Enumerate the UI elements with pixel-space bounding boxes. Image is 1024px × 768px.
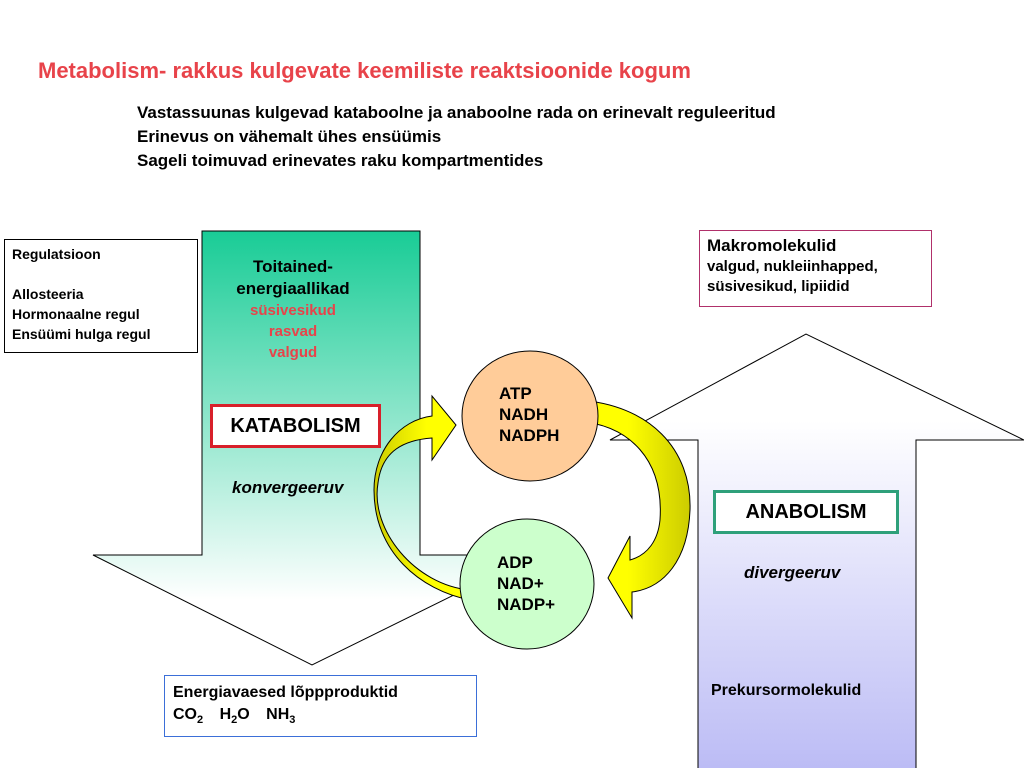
catabolism-arrow: [92, 230, 536, 666]
regulation-item: Allosteeria: [12, 286, 84, 302]
end-products-heading: Energiavaesed lõppproduktid: [173, 684, 398, 701]
carrier-item: NADP+: [497, 595, 556, 614]
macromolecules-heading: Makromolekulid: [707, 236, 837, 255]
catabolism-label: KATABOLISM: [210, 404, 381, 448]
regulation-item: Ensüümi hulga regul: [12, 326, 151, 342]
left-cycle-arrow: [373, 394, 471, 601]
anabolism-mode: divergeeruv: [744, 563, 841, 582]
carrier-item: NADH: [499, 405, 549, 424]
carrier-item: ADP: [497, 553, 533, 572]
page-title: Metabolism- rakkus kulgevate keemiliste …: [38, 58, 691, 83]
carrier-item: NADPH: [499, 426, 560, 445]
anabolism-label: ANABOLISM: [713, 490, 899, 534]
low-energy-carriers: ADP NAD+ NADP+: [497, 552, 555, 615]
subtitle-line: Sageli toimuvad erinevates raku kompartm…: [137, 151, 544, 170]
macromolecules-box: Makromolekulid valgud, nukleiinhapped, s…: [699, 230, 932, 307]
nutrient-item: süsivesikud: [250, 302, 336, 319]
macromolecules-line: valgud, nukleiinhapped,: [707, 258, 878, 275]
atp-circle: [461, 350, 599, 482]
formula-h2o: H2O: [219, 706, 250, 727]
catabolism-mode: konvergeeruv: [232, 478, 344, 497]
nutrients-heading: energiaallikad: [236, 279, 350, 298]
carrier-item: ATP: [499, 384, 532, 403]
formula-nh3: NH3: [266, 706, 296, 727]
nutrients-heading: Toitained-: [253, 257, 333, 276]
nutrients-label: Toitained- energiaallikad süsivesikud ra…: [208, 256, 378, 363]
regulation-heading: Regulatsioon: [12, 246, 101, 262]
end-products-formulas: CO2 H2O NH3: [173, 704, 468, 731]
high-energy-carriers: ATP NADH NADPH: [499, 383, 559, 446]
adp-circle: [459, 518, 595, 650]
formula-co2: CO2: [173, 706, 204, 727]
end-products-box: Energiavaesed lõppproduktid CO2 H2O NH3: [164, 675, 477, 737]
nutrient-item: valgud: [268, 344, 318, 361]
nutrient-item: rasvad: [268, 323, 318, 340]
subtitle-line: Vastassuunas kulgevad kataboolne ja anab…: [137, 103, 776, 122]
regulation-box: Regulatsioon Allosteeria Hormonaalne reg…: [4, 239, 198, 353]
right-cycle-arrow: [576, 399, 691, 620]
regulation-item: Hormonaalne regul: [12, 306, 140, 322]
anabolism-arrow: [609, 333, 1024, 768]
precursors-label: Prekursormolekulid: [711, 682, 862, 699]
subtitle-block: Vastassuunas kulgevad kataboolne ja anab…: [137, 101, 776, 173]
macromolecules-line: süsivesikud, lipiidid: [707, 278, 850, 295]
carrier-item: NAD+: [497, 574, 544, 593]
subtitle-line: Erinevus on vähemalt ühes ensüümis: [137, 127, 442, 146]
